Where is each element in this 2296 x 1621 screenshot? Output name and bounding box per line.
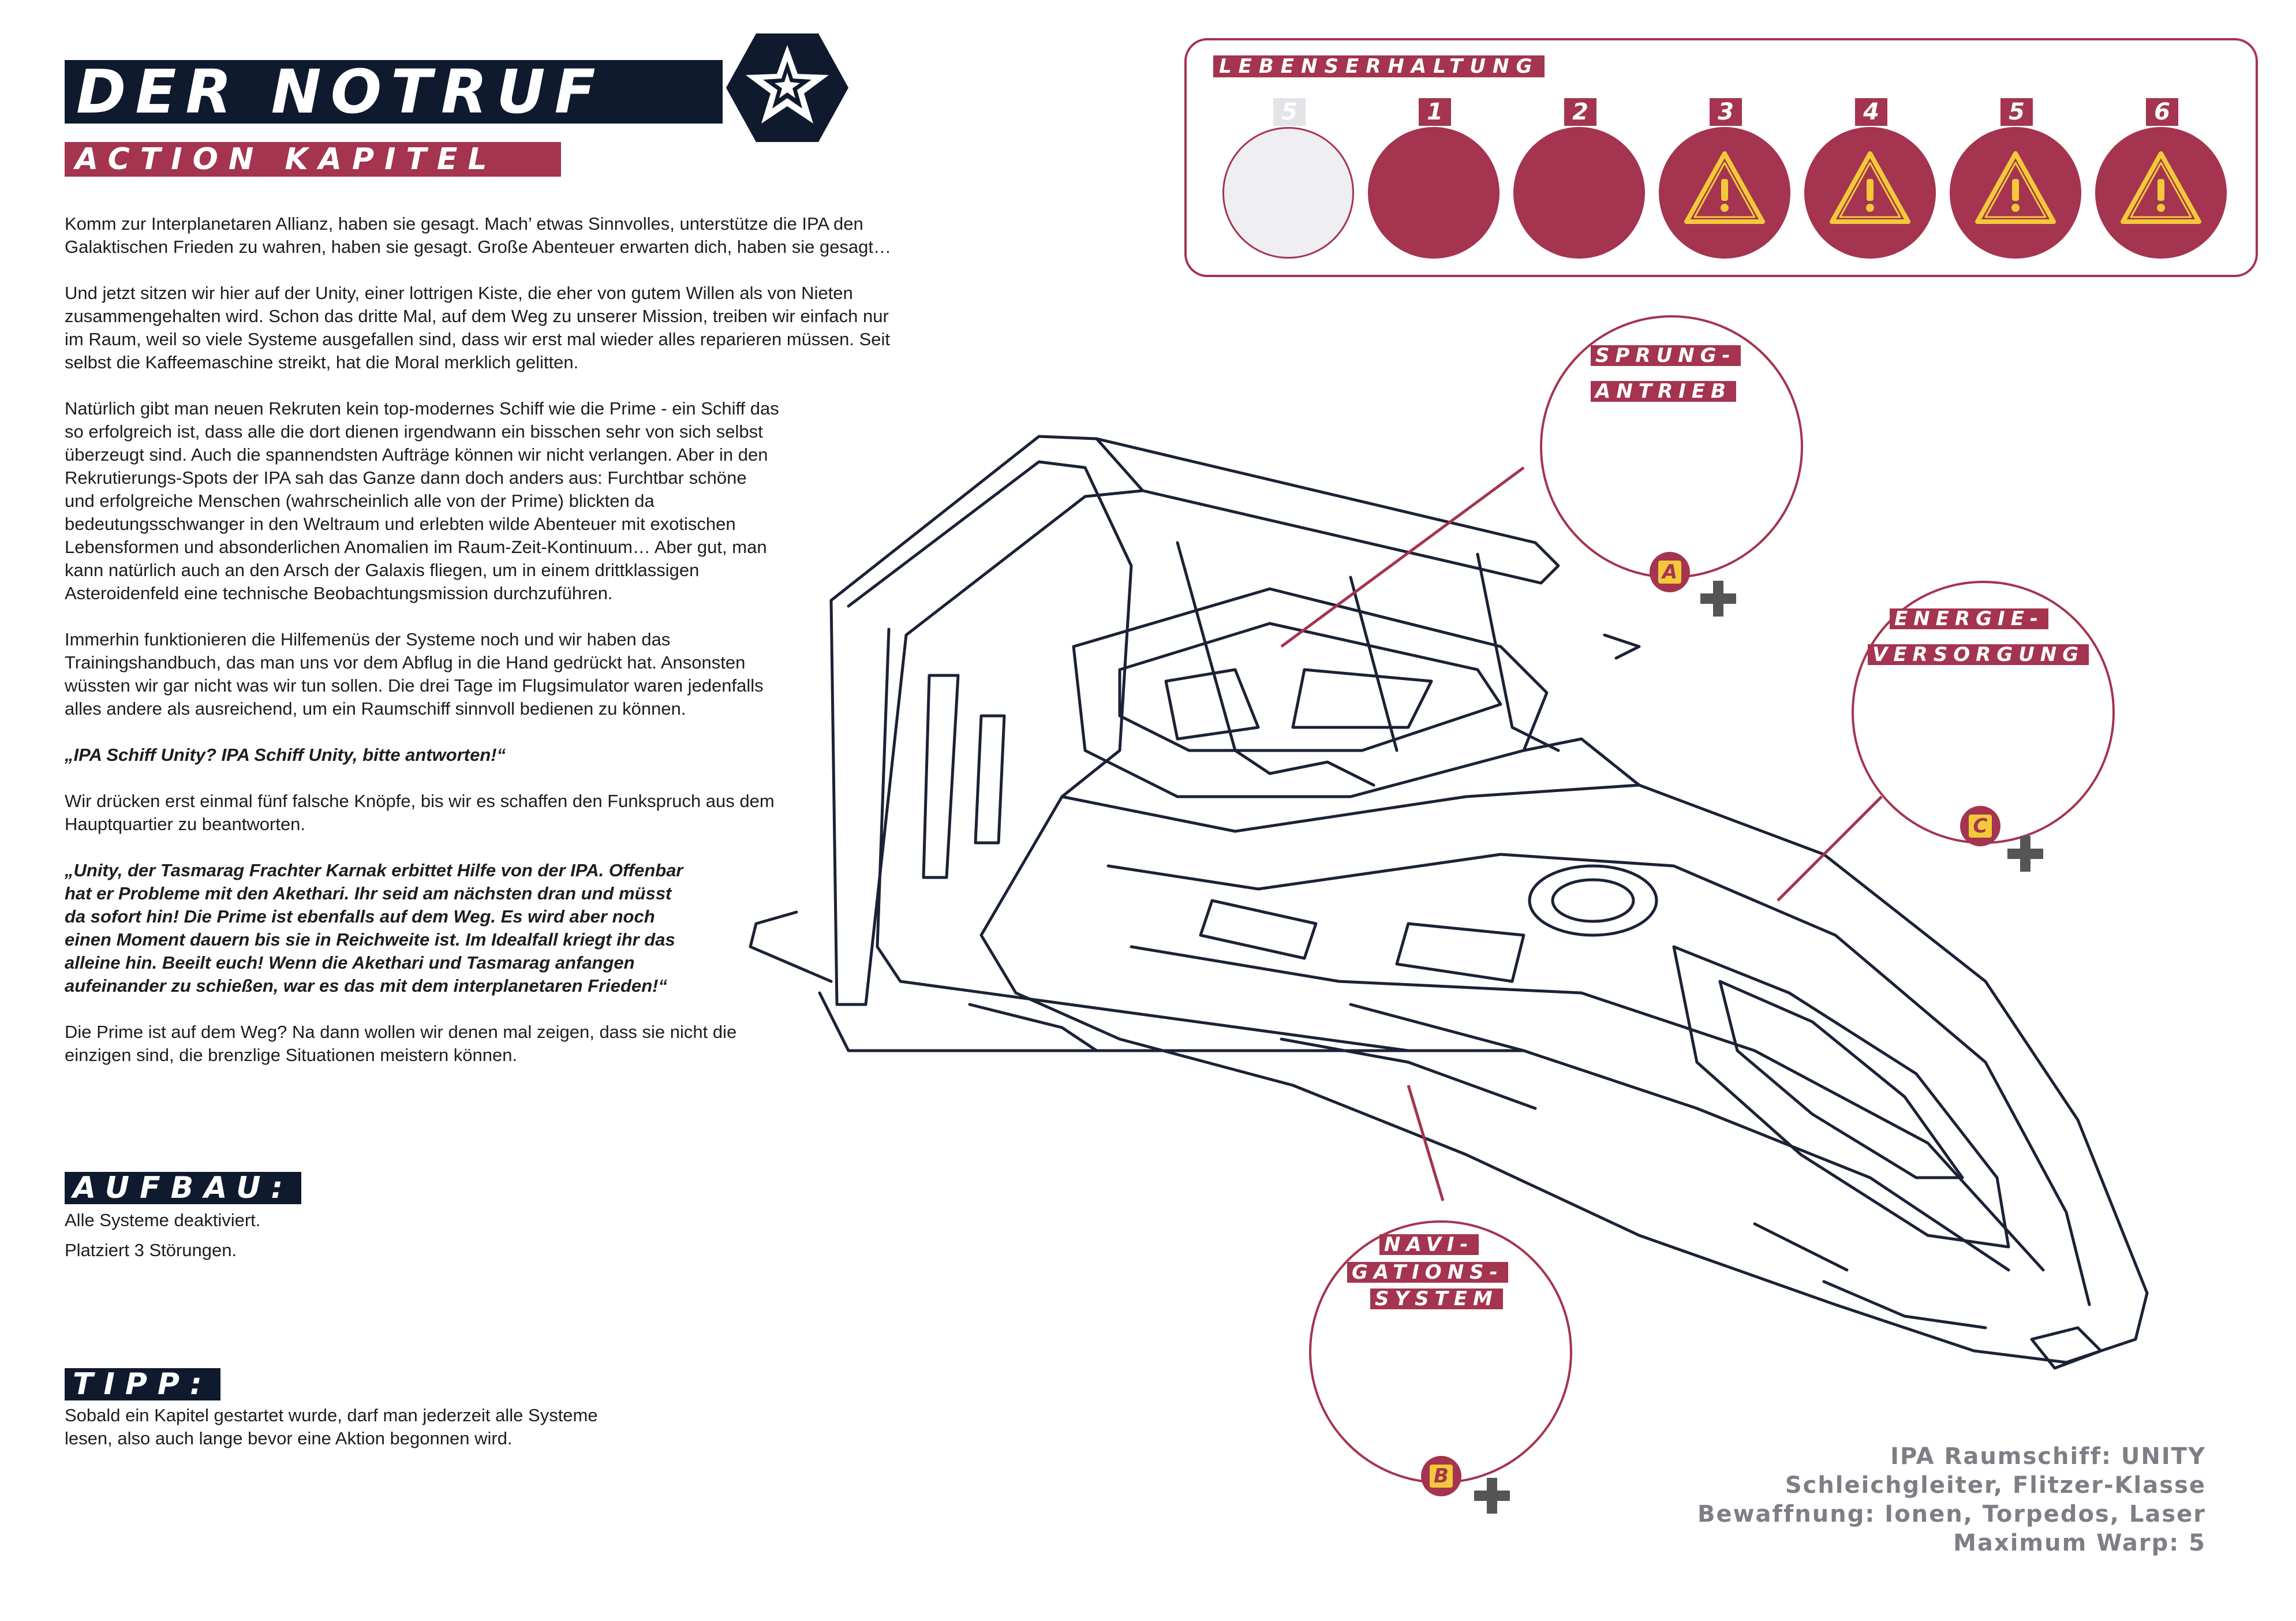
life-support-token-warning[interactable] xyxy=(1659,127,1790,259)
life-support-token-empty[interactable] xyxy=(1222,127,1354,259)
life-support-token-warning[interactable] xyxy=(1804,127,1936,259)
life-support-token[interactable] xyxy=(1368,127,1499,259)
life-support-slot[interactable]: 6 xyxy=(2095,98,2229,260)
story-paragraph: Die Prime ist auf dem Weg? Na dann wolle… xyxy=(65,1022,737,1065)
badge-letter: C xyxy=(1969,815,1992,838)
story-text: Komm zur Interplanetaren Allianz, haben … xyxy=(65,212,1080,1090)
badge-letter: B xyxy=(1430,1465,1453,1488)
ship-warp: Maximum Warp: 5 xyxy=(1953,1530,2206,1556)
subtitle-banner: ACTION KAPITEL xyxy=(65,142,561,177)
spaceship-illustration xyxy=(749,435,2149,1370)
story-paragraph: Wir drücken erst einmal fünf falsche Knö… xyxy=(65,791,775,834)
setup-label: AUFBAU: xyxy=(65,1172,302,1204)
plus-icon[interactable] xyxy=(1700,581,1736,617)
warning-triangle-icon xyxy=(2121,151,2201,224)
jump-drive-badge[interactable]: A xyxy=(1650,552,1690,592)
jump-drive-label: ANTRIEB xyxy=(1591,381,1736,402)
slot-number: 2 xyxy=(1564,98,1596,126)
life-support-token[interactable] xyxy=(1513,127,1645,259)
story-quote: „Unity, der Tasmarag Frachter Karnak erb… xyxy=(65,860,683,996)
jump-drive-label: SPRUNG- xyxy=(1591,345,1741,366)
slot-number: 5 xyxy=(1273,98,1306,126)
life-support-slot[interactable]: 5 xyxy=(1222,98,1356,260)
plus-icon[interactable] xyxy=(1474,1478,1510,1514)
star-hexagon-icon xyxy=(726,33,848,142)
energy-supply-badge[interactable]: C xyxy=(1960,806,2000,846)
story-paragraph: Immerhin funktionieren die Hilfemenüs de… xyxy=(65,629,764,719)
chapter-title: DER NOTRUF xyxy=(76,57,605,127)
plus-icon[interactable] xyxy=(2007,836,2043,872)
slot-number: 4 xyxy=(1855,98,1887,126)
navigation-system-label: SYSTEM xyxy=(1370,1288,1503,1309)
title-banner: DER NOTRUF xyxy=(65,60,723,124)
navigation-system-label: NAVI- xyxy=(1379,1234,1479,1255)
story-paragraph: Und jetzt sitzen wir hier auf der Unity,… xyxy=(65,283,891,372)
setup-line: Platziert 3 Störungen. xyxy=(65,1240,237,1260)
navigation-system-badge[interactable]: B xyxy=(1421,1456,1461,1496)
life-support-slot[interactable]: 3 xyxy=(1659,98,1793,260)
life-support-token-warning[interactable] xyxy=(2095,127,2227,259)
life-support-slot[interactable]: 2 xyxy=(1513,98,1647,260)
warning-triangle-icon xyxy=(1975,151,2056,224)
story-paragraph: Natürlich gibt man neuen Rekruten kein t… xyxy=(65,398,779,603)
slot-number: 5 xyxy=(2000,98,2033,126)
ship-class: Schleichgleiter, Flitzer-Klasse xyxy=(1785,1472,2206,1499)
life-support-slot[interactable]: 1 xyxy=(1368,98,1502,260)
badge-letter: A xyxy=(1658,561,1681,584)
navigation-system-slot[interactable] xyxy=(1309,1220,1572,1484)
story-quote: „IPA Schiff Unity? IPA Schiff Unity, bit… xyxy=(65,745,506,765)
setup-line: Alle Systeme deaktiviert. xyxy=(65,1210,261,1230)
tip-body: Sobald ein Kapitel gestartet wurde, darf… xyxy=(65,1405,598,1448)
life-support-panel xyxy=(1184,38,2258,277)
life-support-token-warning[interactable] xyxy=(1950,127,2081,259)
slot-number: 3 xyxy=(1710,98,1742,126)
warning-triangle-icon xyxy=(1830,151,1910,224)
navigation-system-label: GATIONS- xyxy=(1347,1262,1508,1283)
energy-supply-label: ENERGIE- xyxy=(1890,608,2048,629)
ship-info: IPA Raumschiff: UNITY Schleichgleiter, F… xyxy=(1697,1442,2206,1557)
chapter-subtitle: ACTION KAPITEL xyxy=(75,142,498,177)
life-support-slot[interactable]: 4 xyxy=(1804,98,1938,260)
tip-label: TIPP: xyxy=(65,1368,220,1400)
warning-triangle-icon xyxy=(1684,151,1765,224)
life-support-slot[interactable]: 5 xyxy=(1950,98,2084,260)
story-paragraph: Komm zur Interplanetaren Allianz, haben … xyxy=(65,214,892,257)
ship-name: IPA Raumschiff: UNITY xyxy=(1890,1443,2206,1470)
life-support-title: LEBENSERHALTUNG xyxy=(1213,55,1545,77)
ship-weapons: Bewaffnung: Ionen, Torpedos, Laser xyxy=(1697,1501,2206,1527)
setup-body: Alle Systeme deaktiviert. Platziert 3 St… xyxy=(65,1205,260,1265)
slot-number: 6 xyxy=(2146,98,2178,126)
energy-supply-label: VERSORGUNG xyxy=(1868,644,2089,665)
slot-number: 1 xyxy=(1419,98,1451,126)
